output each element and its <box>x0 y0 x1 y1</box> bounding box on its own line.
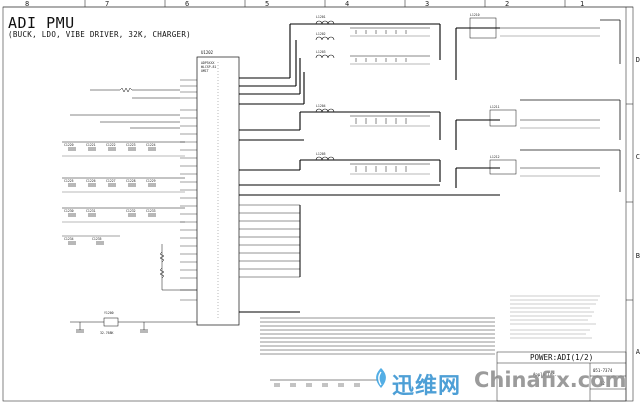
crystal-refdes: Y1200 <box>104 311 114 315</box>
zone-column-label: 3 <box>425 0 430 8</box>
watermark-english: Chinafix.com <box>474 368 627 392</box>
vbat-input-net <box>70 87 180 129</box>
cap-refdes: C1235 <box>92 237 102 241</box>
cap-refdes: C1227 <box>106 179 116 183</box>
zone-column-label: 5 <box>265 0 270 8</box>
title-block-title: POWER:ADI(1/2) <box>530 353 593 362</box>
watermark-chinese: 迅维网 <box>392 374 462 399</box>
inductor-refdes: L1203 <box>316 50 326 54</box>
title-block-doc-number: 051-7374 <box>593 368 613 373</box>
zone-column-label: 2 <box>505 0 510 8</box>
title-block <box>496 351 627 402</box>
zone-row-label: A <box>635 348 640 356</box>
schematic-title: ADI PMU <box>8 14 75 32</box>
output-inductor-refdes: L1212 <box>490 155 500 159</box>
output-inductor-refdes: L1210 <box>470 13 480 17</box>
zone-column-label: 4 <box>345 0 350 8</box>
pmu-ic-part: ADP5XXX <box>201 61 215 65</box>
inductor-refdes: L1201 <box>316 15 326 19</box>
title-block-company: Apple Inc. <box>533 372 557 377</box>
cap-refdes: C1231 <box>86 209 96 213</box>
crystal-y1200 <box>70 317 197 333</box>
zone-row-label: B <box>635 252 640 260</box>
inductor-refdes: L1205 <box>316 152 326 156</box>
inductor-refdes: L1204 <box>316 104 326 108</box>
zone-column-label: 6 <box>185 0 190 8</box>
cap-refdes: C1225 <box>64 179 74 183</box>
bottom-capacitor-row <box>270 379 380 387</box>
right-output-stages <box>469 17 621 192</box>
capacitor-symbols <box>68 147 156 217</box>
zone-row-label: C <box>635 153 640 161</box>
cap-refdes: C1222 <box>106 143 116 147</box>
zone-row-label: D <box>635 56 640 64</box>
notes-block <box>510 295 600 339</box>
zone-column-label: 7 <box>105 0 110 8</box>
cap-refdes: C1221 <box>86 143 96 147</box>
buck-output-buses <box>239 23 500 196</box>
zone-column-label: 1 <box>580 0 585 8</box>
zone-column-label: 8 <box>25 0 30 8</box>
output-capacitor-banks <box>350 27 430 175</box>
cap-refdes: C1226 <box>86 179 96 183</box>
buck-inductor-symbols <box>315 20 335 161</box>
cap-refdes: C1223 <box>126 143 136 147</box>
lower-signal-bus-heavy <box>239 205 301 313</box>
cap-refdes: C1232 <box>126 209 136 213</box>
cap-refdes: C1220 <box>64 143 74 147</box>
cap-refdes: C1229 <box>146 179 156 183</box>
cap-refdes: C1234 <box>64 237 74 241</box>
schematic-subtitle: (BUCK, LDO, VIBE DRIVER, 32K, CHARGER) <box>8 30 191 39</box>
small-cap-pair <box>62 235 120 245</box>
pmu-ic-package: WLCSP-81 <box>201 65 216 69</box>
feedback-resistors <box>159 244 197 291</box>
pmu-ic-u1202 <box>196 56 240 326</box>
lower-signal-buses <box>239 204 495 355</box>
cap-refdes: C1230 <box>64 209 74 213</box>
cap-refdes: C1224 <box>146 143 156 147</box>
cap-refdes: C1228 <box>126 179 136 183</box>
left-capacitor-bank <box>62 141 185 223</box>
title-block-rev: 12 <box>600 381 605 386</box>
crystal-frequency: 32.768K <box>100 331 114 335</box>
inductor-refdes: L1202 <box>316 32 326 36</box>
pmu-ic-refdes: U1202 <box>201 50 214 55</box>
cap-refdes: C1233 <box>146 209 156 213</box>
output-inductor-refdes: L1211 <box>490 105 500 109</box>
ic-left-pins <box>180 79 197 301</box>
chinafix-logo-icon <box>376 368 386 388</box>
pmu-ic-omit: OMIT <box>201 69 209 73</box>
